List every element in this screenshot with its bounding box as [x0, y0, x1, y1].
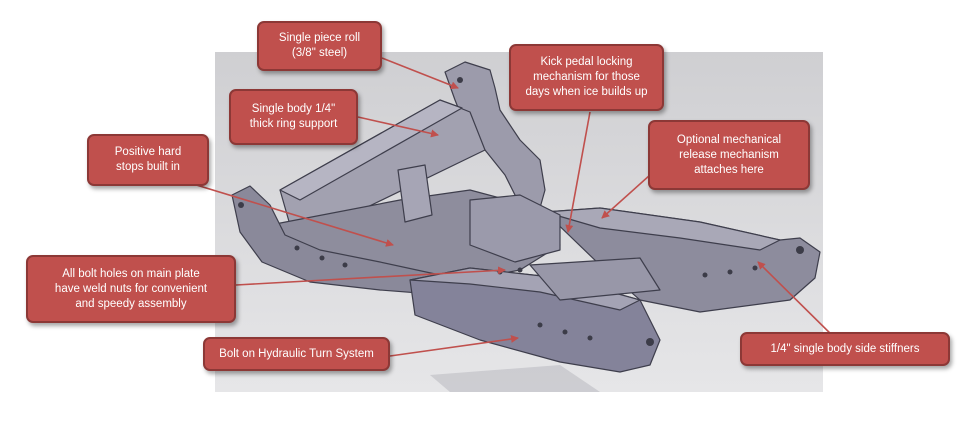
bolt-hole [562, 329, 568, 335]
bolt-hole [587, 335, 593, 341]
arrow-optional [601, 174, 651, 219]
bolt-hole [342, 262, 348, 268]
callout-optional-release: Optional mechanical release mechanism at… [648, 120, 810, 190]
bolt-hole [537, 322, 543, 328]
floor-shadow [430, 365, 600, 392]
callout-text: Bolt on Hydraulic Turn System [219, 347, 374, 360]
bolt-hole [646, 338, 654, 346]
cross-member [529, 257, 661, 301]
ring-support-top [279, 99, 463, 201]
arrow-roll [381, 57, 459, 90]
arrow-bolt-holes [235, 266, 506, 286]
plow-frame [231, 61, 821, 373]
callout-hard-stops: Positive hard stops built in [87, 134, 209, 186]
arrow-ring [357, 116, 439, 138]
upright-bracket [397, 164, 433, 223]
bolt-hole [319, 255, 325, 261]
bolt-hole [457, 77, 463, 83]
center-mount [469, 194, 561, 263]
callout-text: 1/4" single body side stiffners [770, 342, 920, 355]
callout-ring-support: Single body 1/4" thick ring support [229, 89, 358, 145]
arrow-stops [179, 179, 394, 247]
callout-hydraulic-turn: Bolt on Hydraulic Turn System [203, 337, 390, 371]
bolt-hole [796, 246, 804, 254]
callout-bolt-holes: All bolt holes on main plate have weld n… [26, 255, 236, 323]
bolt-hole [294, 245, 300, 251]
arrow-hydraulic [389, 335, 519, 357]
front-beam-top [409, 267, 641, 311]
bolt-hole [752, 265, 758, 271]
bolt-hole [238, 202, 244, 208]
bolt-hole [727, 269, 733, 275]
callout-text: Single body 1/4" thick ring support [249, 103, 338, 130]
callout-text: Single piece roll (3/8" steel) [278, 32, 361, 59]
arrows [179, 57, 843, 357]
callout-side-stiffeners: 1/4" single body side stiffners [740, 332, 950, 366]
callout-text: Kick pedal locking mechanism for those d… [525, 56, 648, 98]
callout-text: All bolt holes on main plate have weld n… [54, 267, 208, 310]
callout-kick-pedal: Kick pedal locking mechanism for those d… [509, 44, 664, 111]
arrow-stiffeners [757, 261, 843, 346]
callout-text: Optional mechanical release mechanism at… [676, 133, 782, 176]
bolt-hole [702, 272, 708, 278]
arrow-kick [565, 111, 591, 233]
callout-text: Positive hard stops built in [114, 146, 182, 173]
callout-single-piece-roll: Single piece roll (3/8" steel) [257, 21, 382, 71]
bolt-hole [517, 267, 523, 273]
